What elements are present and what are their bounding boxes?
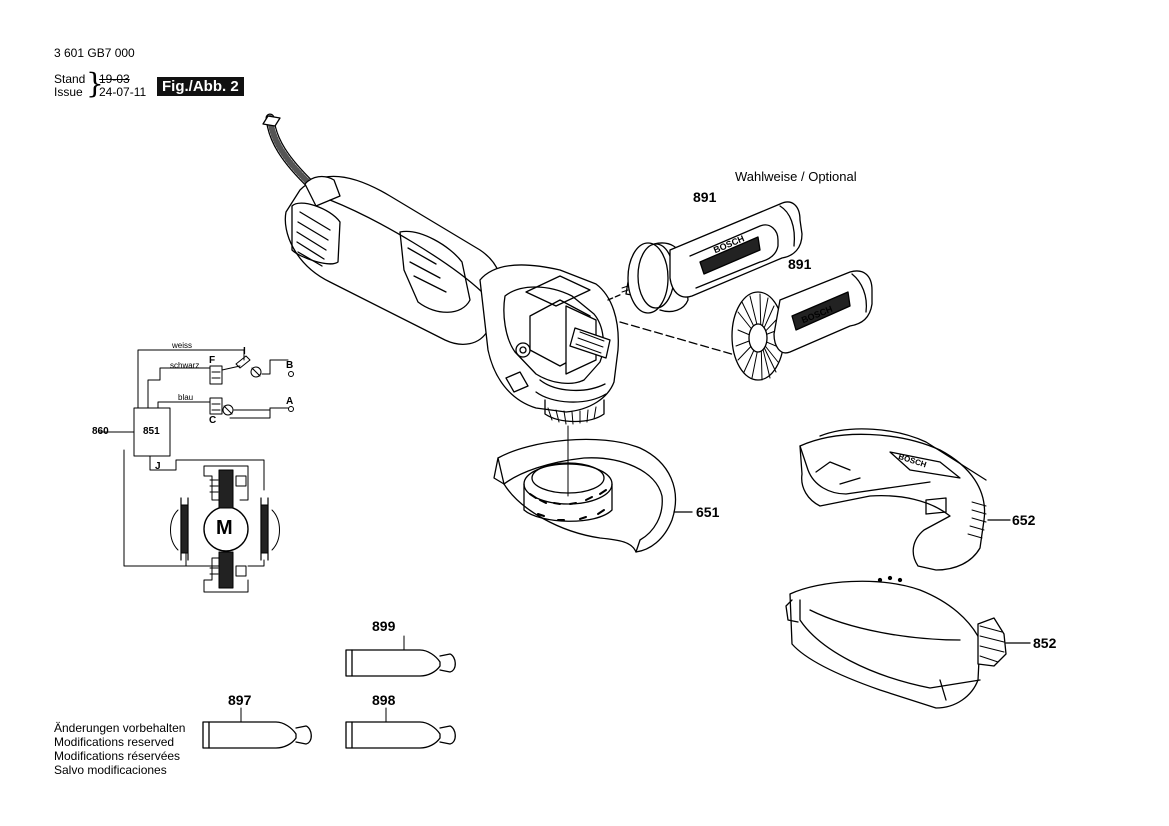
terminal-F: F [209, 355, 216, 366]
stand-value: 19-03 [99, 72, 130, 86]
wire-label-weiss: weiss [172, 341, 193, 350]
issue-value: 24-07-11 [99, 85, 147, 99]
guard-651 [493, 425, 677, 553]
aux-handle-lower [731, 270, 873, 381]
tube-897 [202, 707, 312, 749]
label-899: 899 [372, 618, 396, 634]
terminal-B: B [286, 360, 294, 371]
label-852: 852 [1033, 635, 1057, 651]
modifications-de: Änderungen vorbehalten [54, 721, 186, 735]
stand-label: Stand [54, 72, 86, 86]
label-652: 652 [1012, 512, 1036, 528]
modifications-note: Änderungen vorbehalten Modifications res… [54, 721, 185, 777]
document-number: 3 601 GB7 000 [54, 46, 135, 60]
stand-issue-values: 19-03 24-07-11 [99, 73, 146, 99]
label-651: 651 [696, 504, 720, 520]
label-897: 897 [228, 692, 252, 708]
modifications-en: Modifications reserved [54, 735, 175, 749]
label-891-upper: 891 [693, 189, 717, 205]
wiring-diagram [99, 349, 294, 593]
guard-852 [785, 575, 1007, 709]
terminal-C: C [209, 415, 217, 426]
modifications-es: Salvo modificaciones [54, 763, 167, 777]
label-851: 851 [143, 426, 160, 437]
aux-handle-upper [621, 201, 803, 314]
angle-grinder [284, 175, 619, 425]
terminal-I: I [243, 346, 246, 357]
alignment-line-handle-a [607, 293, 623, 301]
guard-652 [799, 428, 987, 571]
wire-label-schwarz: schwarz [170, 361, 200, 370]
label-860: 860 [92, 426, 109, 437]
issue-label: Issue [54, 85, 83, 99]
motor-symbol: M [216, 517, 233, 539]
power-cord [262, 113, 317, 191]
wire-label-blau: blau [178, 393, 194, 402]
terminal-J: J [155, 461, 161, 472]
label-898: 898 [372, 692, 396, 708]
label-891-lower: 891 [788, 256, 812, 272]
stand-issue-labels: Stand Issue [54, 73, 85, 99]
terminal-A: A [286, 396, 294, 407]
figure-badge: Fig./Abb. 2 [157, 77, 244, 96]
tube-898 [345, 707, 456, 749]
tube-899 [345, 635, 456, 677]
modifications-fr: Modifications réservées [54, 749, 181, 763]
optional-note: Wahlweise / Optional [735, 169, 857, 184]
brace-symbol: } [86, 67, 104, 100]
alignment-line-handle-b [619, 321, 736, 356]
